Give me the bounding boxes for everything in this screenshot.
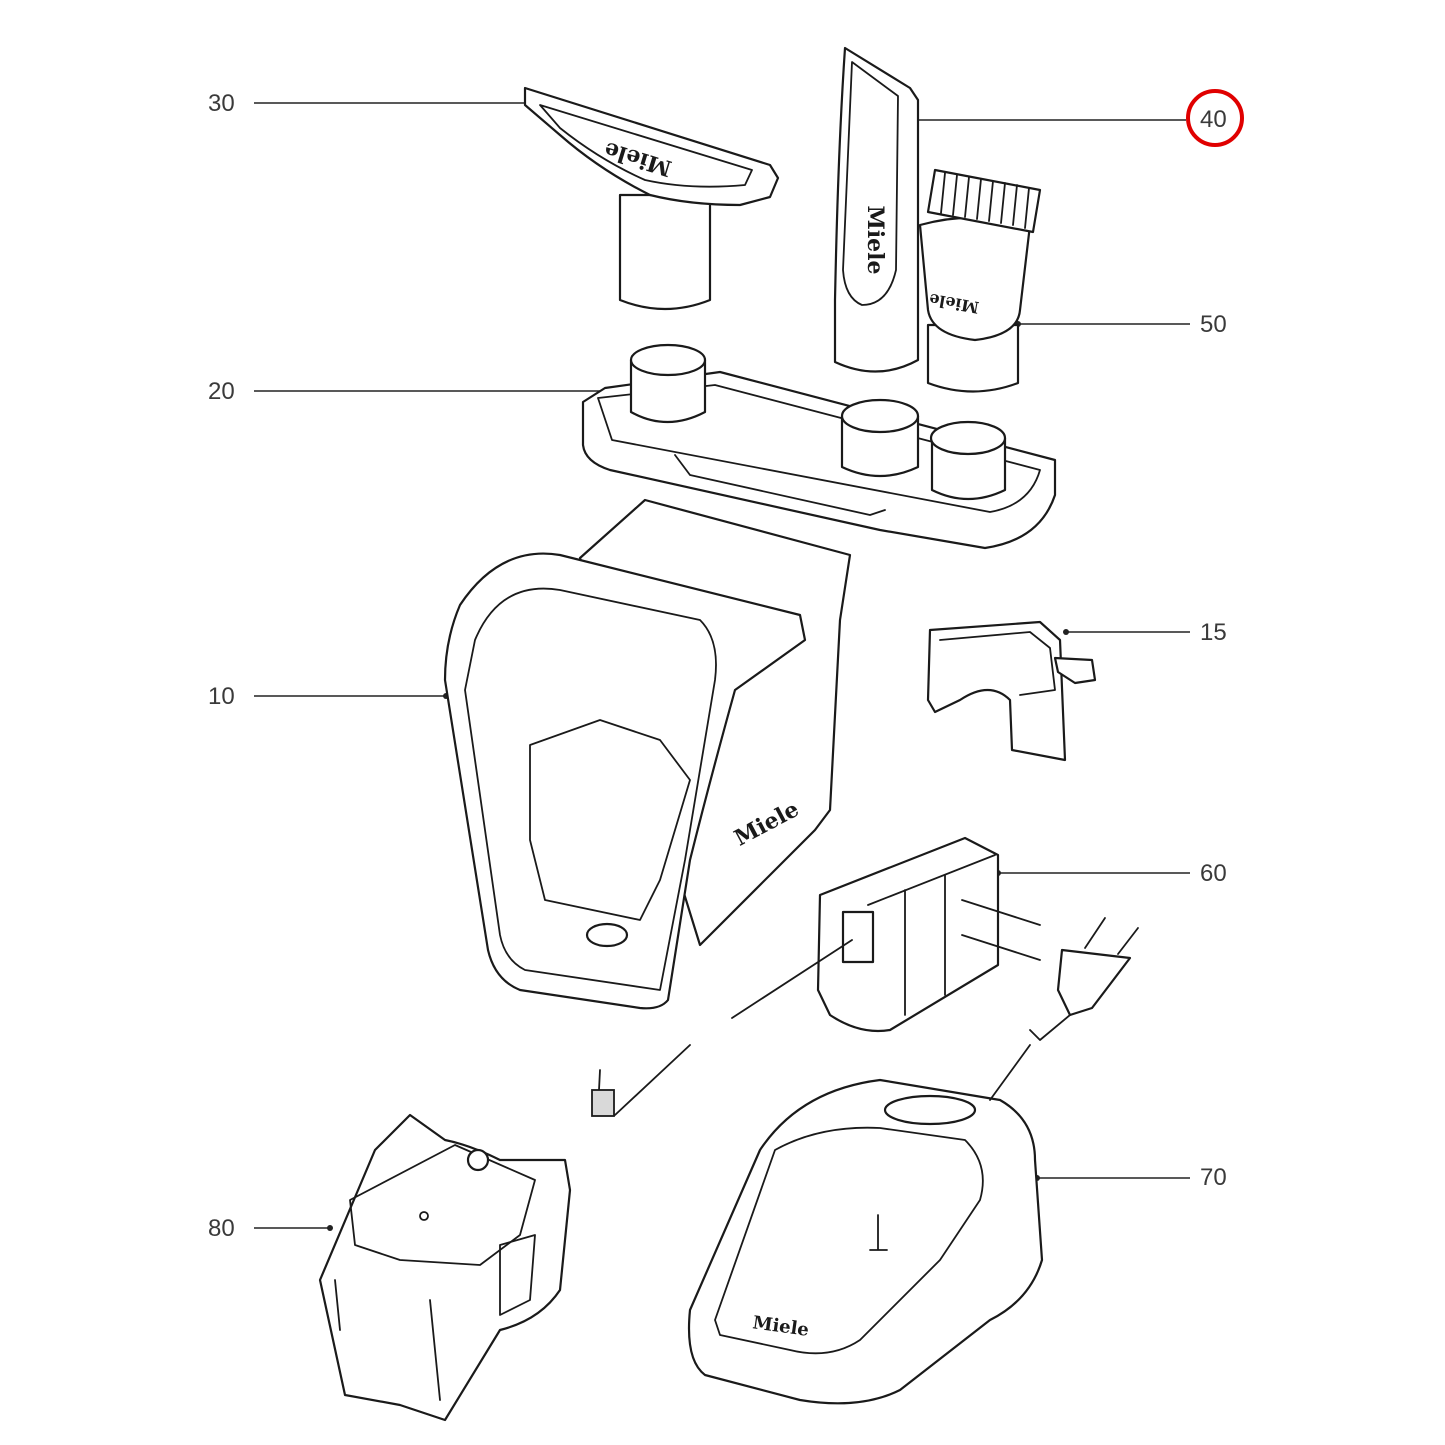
holder-10-frame [443, 552, 807, 1010]
callout-10[interactable]: 10 [208, 683, 449, 710]
base-70-shell [687, 1078, 1044, 1405]
mains-plug [1029, 917, 1139, 1041]
callout-70[interactable]: 70 [1034, 1164, 1227, 1191]
nozzle-30-opening [539, 104, 753, 188]
label-50: 50 [1200, 311, 1227, 338]
dusting-brush-part-50[interactable]: Miele [918, 168, 1042, 393]
base-70-cradle [714, 1126, 984, 1355]
battery-80-edges [334, 1279, 441, 1401]
accessory-holder-part-20[interactable] [581, 343, 1057, 550]
base-70-connector-pin [869, 1214, 888, 1251]
holder-20-peg-1-top [629, 343, 707, 377]
dc-connector-cable [591, 1044, 691, 1117]
clip-15-tab [1053, 656, 1097, 685]
clip-15-rim [939, 631, 1056, 696]
label-70: 70 [1200, 1164, 1227, 1191]
base-70-cable [989, 1044, 1031, 1101]
label-30: 30 [208, 90, 235, 117]
holder-10-cradle [529, 719, 691, 921]
mains-plug-body [1056, 948, 1132, 1017]
power-adapter-part-60[interactable] [731, 836, 1041, 1033]
leader-dot-80 [327, 1225, 333, 1231]
callout-15[interactable]: 15 [1063, 619, 1227, 646]
label-15: 15 [1200, 619, 1227, 646]
clip-part-15[interactable] [926, 620, 1097, 762]
adapter-60-edges [867, 854, 996, 1016]
callout-30[interactable]: 30 [208, 90, 531, 117]
battery-pack-part-80[interactable] [318, 1113, 572, 1422]
wall-holder-part-10[interactable]: Miele [443, 498, 852, 1010]
base-70-indicator [883, 1094, 977, 1126]
holder-20-hook [674, 454, 886, 516]
upholstery-nozzle-part-30[interactable]: Miele [523, 86, 780, 311]
crevice-nozzle-part-40[interactable]: Miele [833, 46, 920, 373]
label-40: 40 [1200, 106, 1227, 133]
holder-20-rim [597, 384, 1041, 513]
label-20: 20 [208, 378, 235, 405]
crevice-nozzle-slot [842, 61, 899, 306]
holder-20-peg-3 [930, 436, 1007, 500]
adapter-60-prongs [961, 899, 1041, 961]
callout-20[interactable]: 20 [208, 378, 610, 405]
holder-10-screw-hole [585, 922, 629, 948]
label-10: 10 [208, 683, 235, 710]
callout-50[interactable]: 50 [1015, 311, 1227, 338]
holder-20-tray [581, 370, 1057, 550]
charging-base-part-70[interactable]: Miele [687, 1044, 1044, 1405]
leader-dot-15 [1063, 629, 1069, 635]
battery-80-vent [499, 1234, 536, 1316]
label-60: 60 [1200, 860, 1227, 887]
adapter-60-port [841, 910, 875, 964]
holder-20-peg-2-top [840, 398, 920, 434]
highlight-circle-40 [1186, 89, 1244, 147]
brush-50-bristle-lines [940, 172, 1030, 229]
battery-80-shell [318, 1113, 572, 1422]
mains-plug-pins [1084, 917, 1139, 955]
crevice-nozzle-logo: Miele [862, 205, 888, 274]
callout-80[interactable]: 80 [208, 1215, 333, 1242]
battery-80-button [466, 1148, 490, 1172]
holder-20-peg-1 [629, 358, 707, 423]
clip-15-body [926, 620, 1067, 762]
holder-20-peg-3-top [929, 420, 1007, 456]
brush-50-body [918, 216, 1032, 342]
battery-80-hole [419, 1211, 429, 1221]
label-80: 80 [208, 1215, 235, 1242]
adapter-60-cable [731, 939, 853, 1019]
brush-50-collar [926, 323, 1020, 393]
nozzle-30-head [523, 86, 780, 207]
callout-40[interactable]: 40 [911, 89, 1244, 147]
dc-connector-plug [591, 1089, 615, 1117]
nozzle-30-stem [618, 193, 712, 311]
callout-60[interactable]: 60 [995, 860, 1227, 887]
mains-plug-cable [1029, 1014, 1071, 1041]
holder-10-inner [464, 587, 717, 991]
